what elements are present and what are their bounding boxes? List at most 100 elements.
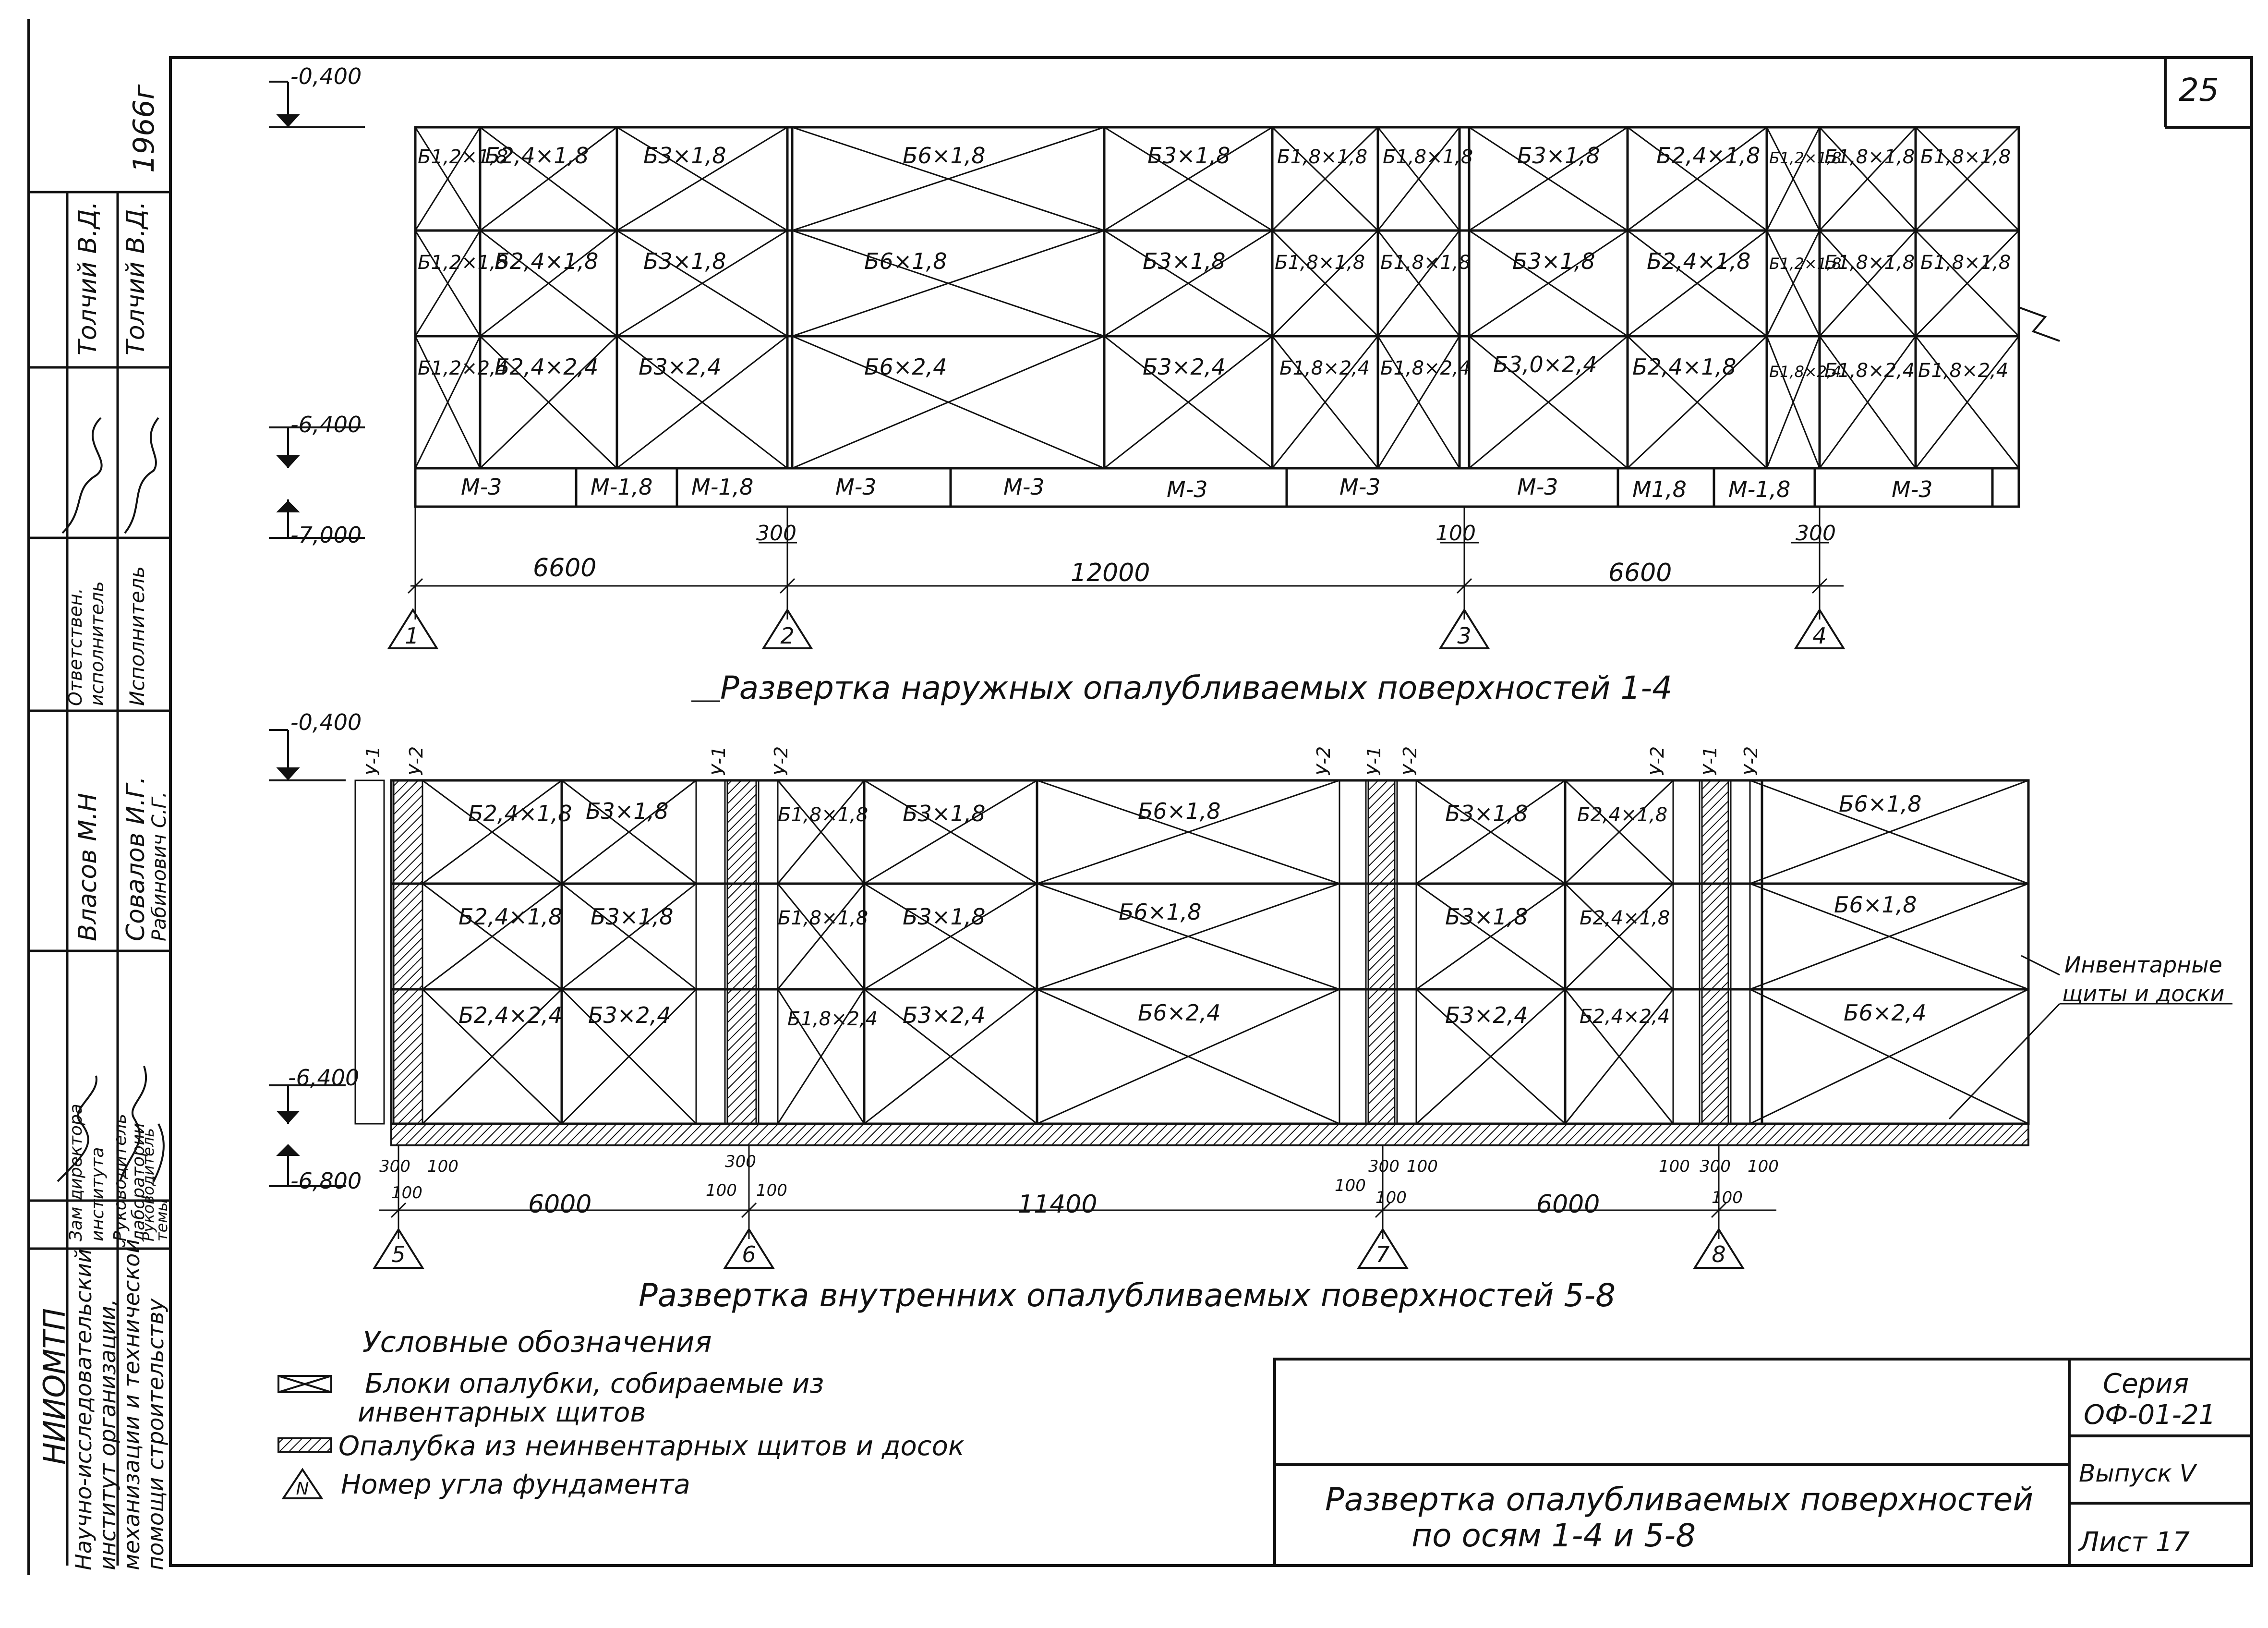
legend-item: инвентарных щитов: [358, 1397, 646, 1428]
block-label: Б1,8×1,8: [1920, 146, 2011, 168]
block-label: Б2,4×1,8: [1647, 248, 1750, 274]
block-label: Б1,8×2,4: [1918, 360, 2008, 382]
block-label: Б1,8×2,4: [1769, 363, 1842, 381]
dim-label: 100: [756, 1181, 787, 1200]
inner-blocks: [422, 779, 2029, 1125]
series-label: Серия: [2103, 1368, 2189, 1399]
dim-label: 6600: [533, 554, 596, 583]
block-label: Б3×1,8: [586, 798, 669, 824]
drawing-title-line: Развертка опалубливаемых поверхностей: [1325, 1481, 2033, 1518]
block-label: Б2,4×1,8: [1580, 907, 1670, 929]
dim-label: 100: [1375, 1188, 1407, 1207]
legend: Условные обозначения Блоки опалубки, соб…: [277, 1325, 965, 1500]
side-stamp-text: 1966г НИИОМТП Научно-исследовательский и…: [37, 84, 171, 1570]
dim-label: 12000: [1071, 559, 1150, 587]
corner-marker: [387, 608, 1846, 649]
inventory-note: Инвентарные щиты и доски: [1948, 952, 2232, 1120]
level-label: -0,400: [290, 709, 362, 735]
note-line: щиты и доски: [2062, 981, 2224, 1007]
dim-label: 300: [1700, 1157, 1731, 1176]
legend-item: Опалубка из неинвентарных щитов и досок: [338, 1431, 965, 1462]
block-label: Б2,4×2,4: [1580, 1006, 1670, 1028]
sheet-number-box: 25: [2164, 58, 2252, 129]
outer-dim-labels: 300 100 300 6600 12000 6600: [533, 521, 1836, 587]
stamp-name: Рабинович С.Г.: [148, 792, 170, 941]
outer-blocks: [414, 126, 2060, 507]
title-block: [1273, 1358, 2253, 1567]
series-code: ОФ-01-21: [2084, 1399, 2216, 1431]
dim-label: 300: [725, 1152, 756, 1171]
block-label: Б6×2,4: [1844, 1000, 1927, 1026]
block-label: Б1,2×1,8: [1769, 149, 1842, 167]
dim-label: 100: [1335, 1176, 1366, 1195]
block-label: Б3×2,4: [1143, 354, 1226, 380]
inner-level-labels: -0,400 -6,400 -6,800: [288, 709, 362, 1194]
note-line: Инвентарные: [2064, 952, 2222, 978]
sheet-label: Лист 17: [2078, 1527, 2190, 1558]
board-label: М1,8: [1632, 476, 1687, 502]
block-label: Б1,8×1,8: [1275, 252, 1365, 274]
panel-type-label: У-2: [1647, 746, 1668, 776]
block-label: Б6×2,4: [864, 354, 947, 380]
stamp-org-line: помощи строительству: [143, 1298, 169, 1570]
level-label: -6,800: [290, 1168, 362, 1194]
block-label: Б3×1,8: [903, 801, 986, 826]
legend-item: Блоки опалубки, собираемые из: [365, 1368, 824, 1399]
block-label: Б1,8×1,8: [1380, 252, 1471, 274]
stamp-name: Совалов И.Г.: [121, 776, 150, 941]
corner-columns: [354, 779, 1751, 1125]
stamp-role: Руководитель: [139, 1128, 157, 1241]
outer-level-labels: -0,400 -6,400 -7,000: [290, 63, 362, 548]
board-label: М-1,8: [1728, 476, 1790, 502]
dim-label: 100: [1748, 1157, 1779, 1176]
board-label: М-3: [835, 474, 877, 500]
legend-title: Условные обозначения: [362, 1325, 712, 1359]
block-label: Б3,0×2,4: [1493, 352, 1597, 377]
corner-numbers-inner: 5 6 7 8: [391, 1241, 1725, 1267]
stamp-role: Руководитель: [110, 1114, 130, 1241]
block-label: Б3×2,4: [588, 1002, 671, 1028]
block-label: Б1,8×2,4: [1380, 357, 1471, 379]
block-label: Б6×2,4: [1138, 1000, 1221, 1026]
panel-type-label: У-2: [1313, 746, 1334, 776]
legend-item: Номер угла фундамента: [341, 1469, 690, 1500]
stamp-org-line: институт организации,: [95, 1299, 121, 1570]
inner-dim-main: 6000 11400 6000: [528, 1190, 1600, 1219]
block-label: Б2,4×1,8: [495, 248, 598, 274]
block-label: Б1,8×1,8: [1383, 146, 1473, 168]
corner-number: 7: [1375, 1241, 1389, 1267]
corner-numbers: 1 2 3 4: [405, 623, 1826, 649]
dim-label: 300: [1368, 1157, 1399, 1176]
block-label: Б3×2,4: [1445, 1002, 1528, 1028]
sheet-number: 25: [2179, 72, 2219, 109]
panel-type-label: У-2: [1399, 746, 1421, 776]
block-label: Б3×1,8: [1143, 248, 1226, 274]
stamp-role: Исполнитель: [125, 566, 149, 706]
legend-swatch-corner: N: [281, 1468, 324, 1499]
block-label: Б6×1,8: [1839, 791, 1922, 817]
block-label: Б1,8×1,8: [778, 907, 868, 929]
dim-label: 6000: [528, 1190, 591, 1219]
level-label: -7,000: [290, 522, 362, 548]
outer-m-boards: М-3 М-1,8 М-1,8 М-3 М-3 М-3 М-3 М-3 М1,8…: [461, 474, 1933, 502]
legend-swatch-hatch: [277, 1437, 332, 1453]
block-label: Б6×1,8: [1834, 892, 1917, 918]
corner-number: 3: [1457, 623, 1471, 649]
sheet-frame: [27, 19, 2253, 1575]
block-label: Б1,8×1,8: [1277, 146, 1367, 168]
board-label: М-1,8: [691, 474, 753, 500]
block-label: Б6×1,8: [1138, 798, 1221, 824]
outer-title: Развертка наружных опалубливаемых поверх…: [720, 669, 1672, 706]
corner-number: 1: [405, 623, 419, 649]
stamp-org-line: Научно-исследовательский: [71, 1249, 97, 1570]
stamp-name: Толчий В.Д.: [121, 201, 150, 355]
level-label: -6,400: [290, 412, 362, 437]
block-label: Б3×1,8: [643, 143, 726, 169]
dim-label: 11400: [1018, 1190, 1097, 1219]
dim-label: 100: [706, 1181, 737, 1200]
panel-type-label: У-2: [1740, 746, 1761, 776]
outer-grid: [414, 126, 2020, 508]
corner-number: 4: [1812, 623, 1826, 649]
block-label: Б2,4×2,4: [495, 354, 598, 380]
